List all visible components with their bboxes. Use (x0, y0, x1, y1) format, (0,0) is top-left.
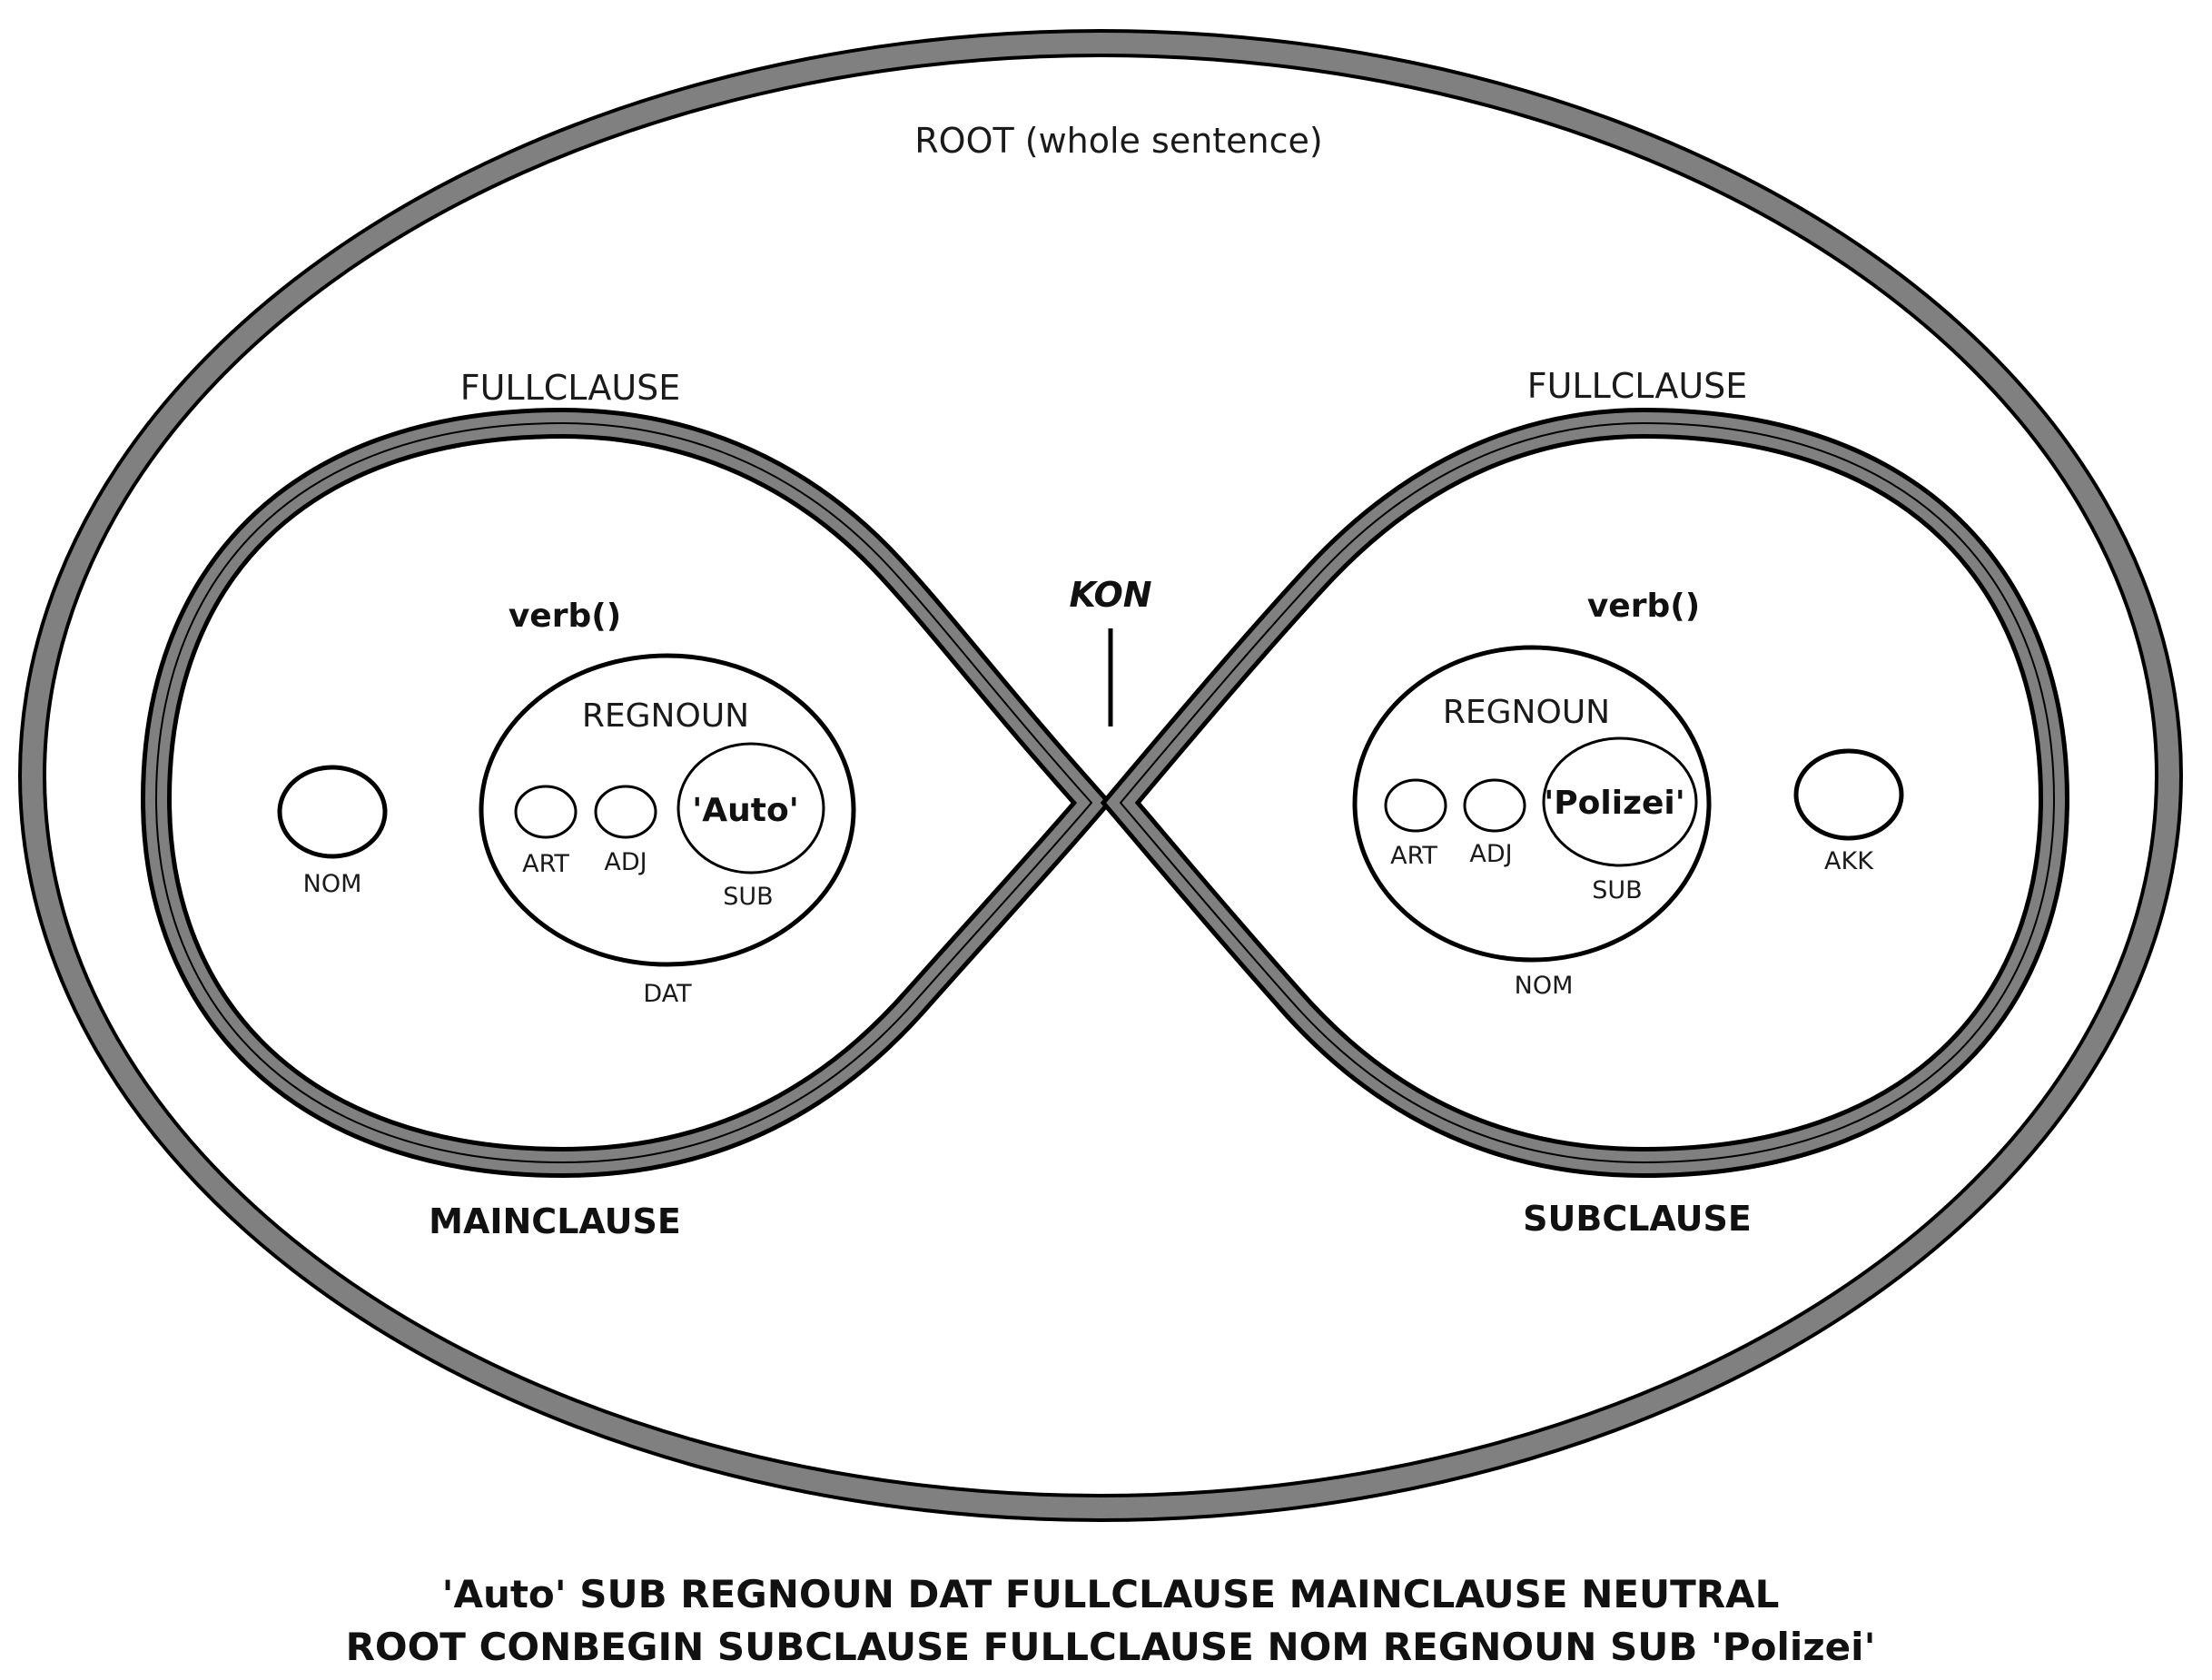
caption-line-2: ROOT CONBEGIN SUBCLAUSE FULLCLAUSE NOM R… (346, 1625, 1876, 1669)
right-noun-label: 'Polizei' (1544, 785, 1685, 822)
subclause-label: SUBCLAUSE (1523, 1199, 1752, 1239)
left-regnoun-label: REGNOUN (582, 697, 749, 735)
left-clause-contents (277, 653, 856, 967)
left-sub-circle (676, 742, 825, 875)
right-regnoun-label: REGNOUN (1443, 694, 1610, 731)
left-noun-label: 'Auto' (692, 792, 798, 829)
verb-left-label: verb() (509, 598, 621, 635)
left-nom-label: NOM (303, 870, 362, 898)
fullclause-left-label: FULLCLAUSE (460, 368, 681, 408)
root-label: ROOT (whole sentence) (914, 121, 1323, 161)
right-sub-label: SUB (1592, 876, 1642, 904)
mainclause-label: MAINCLAUSE (429, 1201, 681, 1241)
right-art-circle (1384, 778, 1447, 833)
right-clause-contents (1352, 645, 1904, 963)
right-akk-circle (1793, 748, 1904, 841)
right-art-label: ART (1390, 842, 1437, 870)
left-sub-label: SUB (723, 883, 773, 911)
right-sub-circle (1542, 736, 1698, 867)
left-art-circle (514, 785, 578, 839)
left-adj-circle (594, 785, 657, 839)
right-case-label: NOM (1515, 972, 1574, 1000)
left-case-label: DAT (643, 980, 692, 1008)
verb-right-label: verb() (1587, 588, 1700, 625)
caption-line-1: 'Auto' SUB REGNOUN DAT FULLCLAUSE MAINCL… (442, 1572, 1780, 1616)
left-art-label: ART (522, 850, 569, 878)
left-regnoun-ellipse (479, 653, 856, 967)
fullclause-right-label: FULLCLAUSE (1527, 366, 1748, 406)
right-adj-label: ADJ (1469, 840, 1512, 868)
right-adj-circle (1463, 778, 1526, 833)
left-nom-circle (277, 765, 388, 859)
left-adj-label: ADJ (604, 848, 647, 876)
fullclause-loops (140, 407, 2070, 1179)
conjunction-label: KON (1069, 575, 1151, 615)
right-regnoun-ellipse (1352, 645, 1712, 963)
right-akk-label: AKK (1824, 847, 1874, 875)
